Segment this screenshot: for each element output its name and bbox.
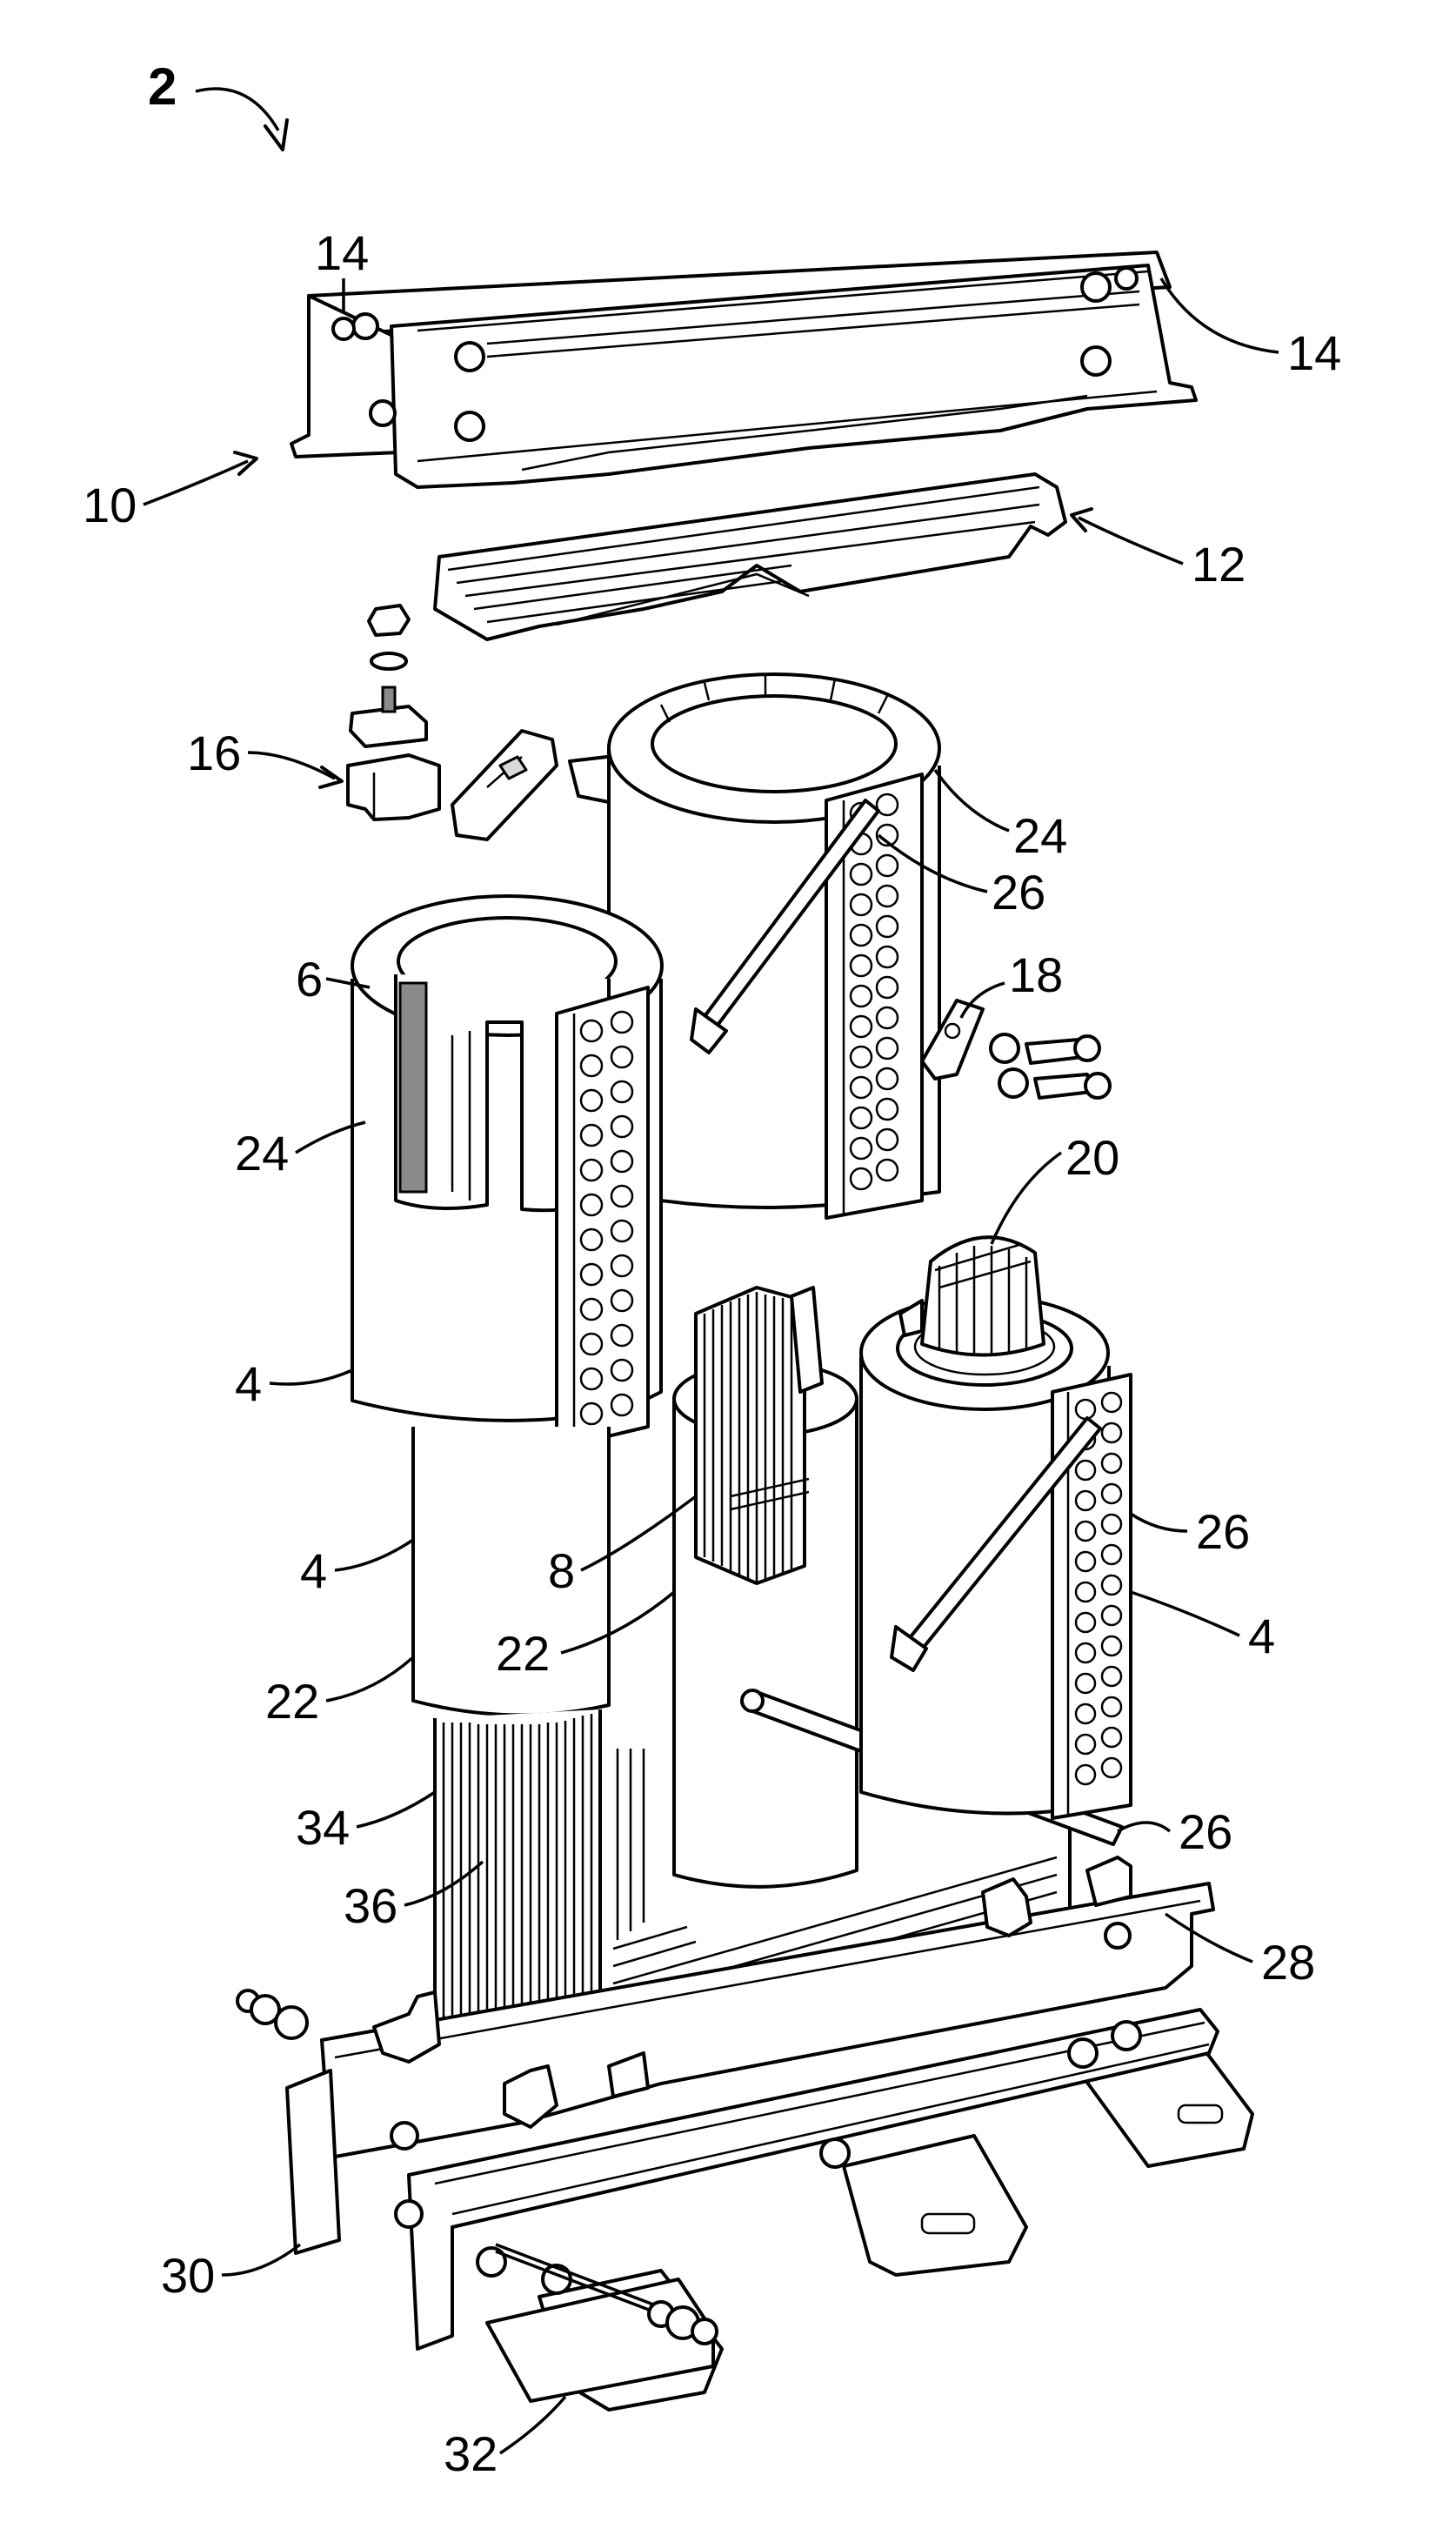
label-outer-winding-back: 24 <box>1013 808 1067 863</box>
top-yoke <box>435 474 1065 639</box>
label-top-yoke: 12 <box>1192 537 1246 592</box>
label-lead-rod-back: 26 <box>992 865 1045 920</box>
coil-right <box>861 1237 1131 1818</box>
label-lamination: 36 <box>344 1878 397 1933</box>
label-frame-bolt-right: 14 <box>1287 325 1341 380</box>
label-yoke-end: 20 <box>1065 1130 1119 1185</box>
assembly-indicator: 2 <box>148 57 287 150</box>
label-lamination-stack: 34 <box>296 1800 350 1855</box>
label-outer-winding-left: 24 <box>235 1126 289 1181</box>
label-clamp-block: 16 <box>187 726 241 780</box>
label-skid: 32 <box>444 2426 498 2481</box>
label-top-frame: 10 <box>83 478 137 532</box>
label-coil-left-upper: 4 <box>235 1356 262 1411</box>
core-left-leg <box>413 1427 609 2084</box>
label-base-frame: 30 <box>161 2248 215 2303</box>
label-assembly: 2 <box>148 57 177 116</box>
label-bottom-yoke: 28 <box>1261 1935 1315 1990</box>
label-core-leg: 8 <box>548 1543 575 1598</box>
label-coil-left-lower: 4 <box>300 1543 327 1598</box>
coil-left <box>352 896 662 1448</box>
label-bracket: 18 <box>1009 947 1063 1002</box>
label-opening: 6 <box>296 952 323 1007</box>
label-lead-rod-right: 26 <box>1196 1504 1250 1559</box>
bracket-hardware <box>922 1000 1110 1098</box>
top-frame <box>291 252 1196 487</box>
label-inner-winding-left: 22 <box>265 1674 319 1729</box>
label-coil-right: 4 <box>1248 1609 1275 1663</box>
label-lead-rod-center: 26 <box>1179 1804 1232 1859</box>
label-inner-winding-center: 22 <box>496 1626 550 1681</box>
label-frame-bolt-left: 14 <box>315 225 369 280</box>
